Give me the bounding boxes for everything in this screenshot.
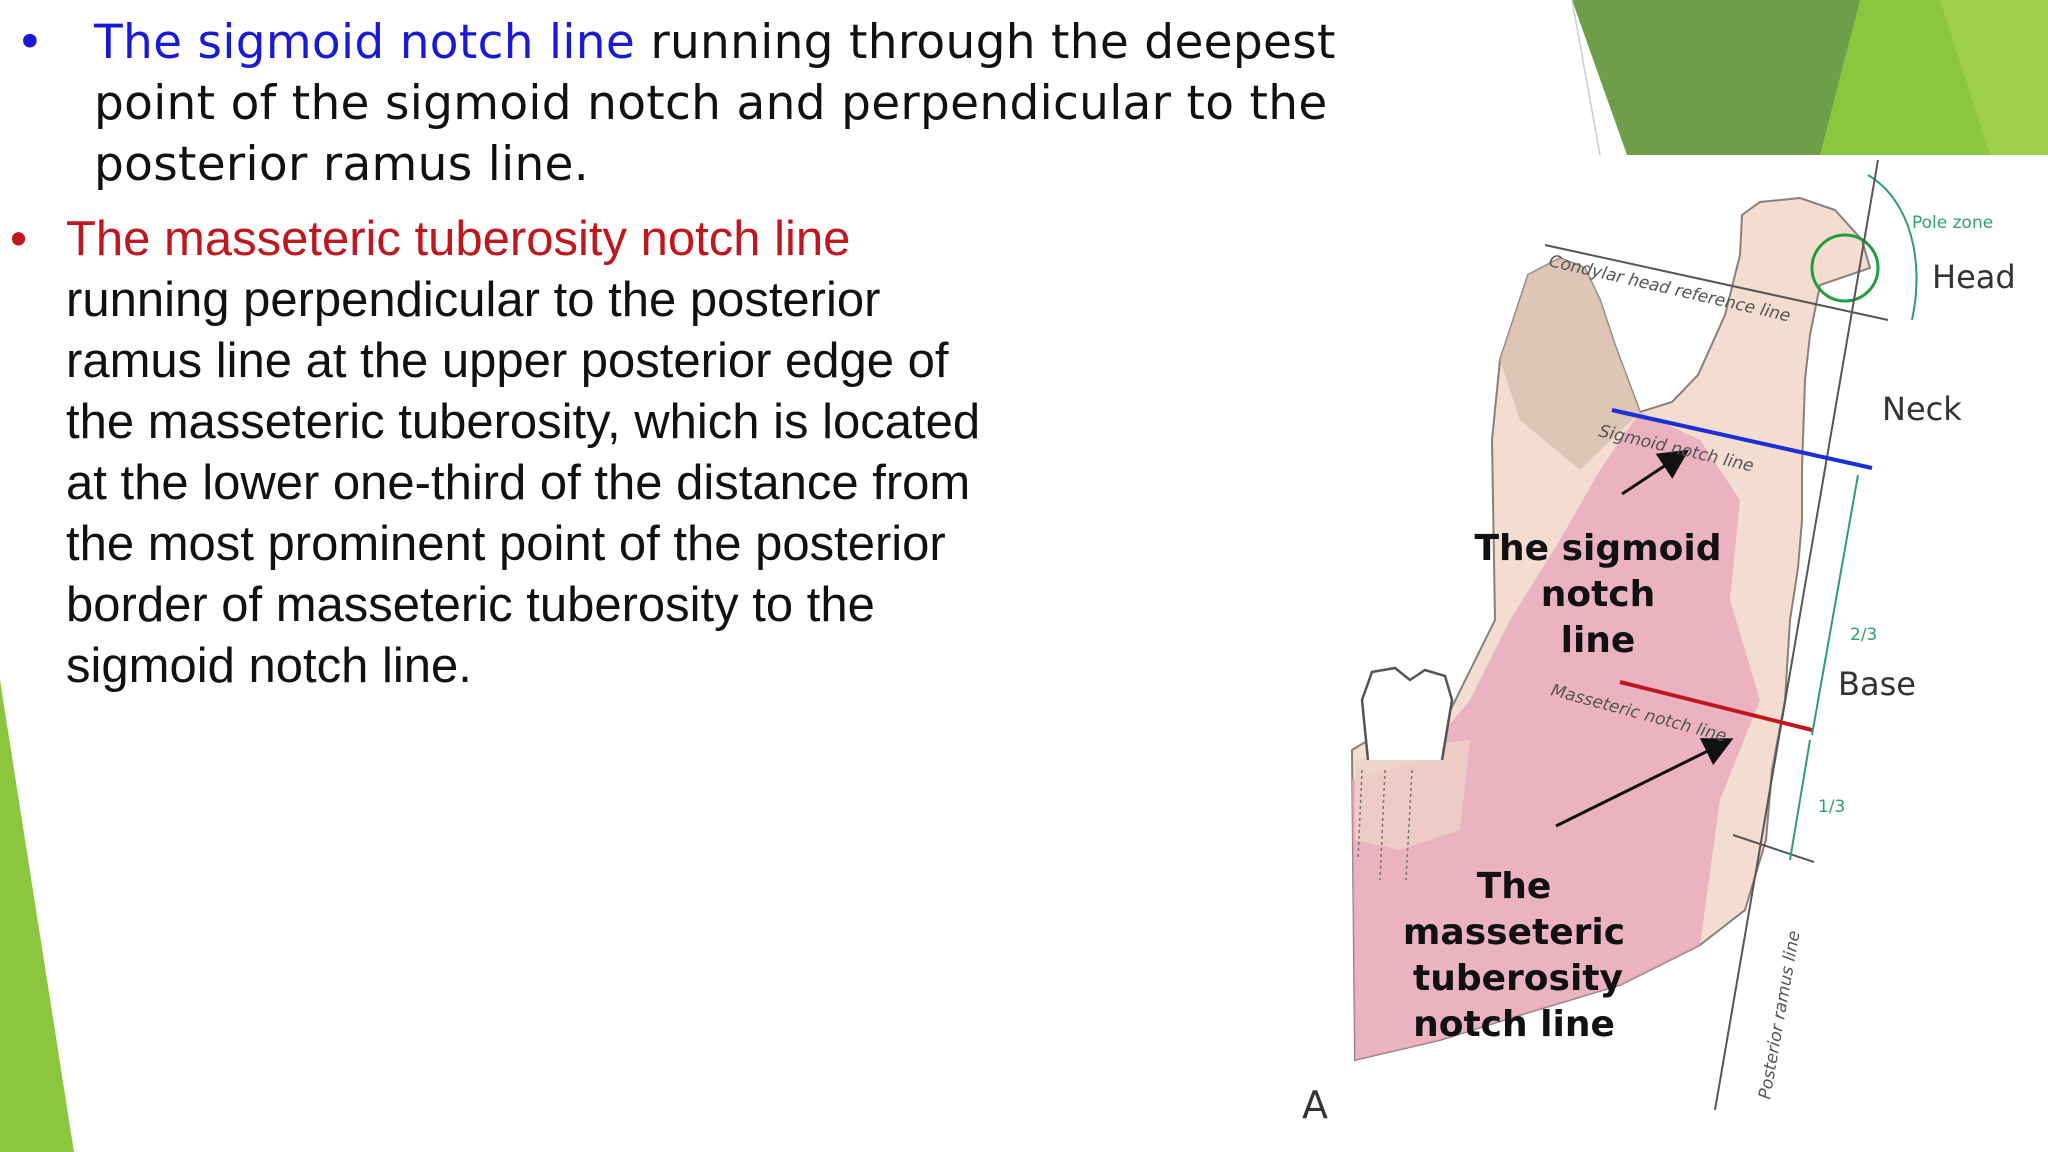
molar-tooth — [1360, 666, 1454, 761]
neck-label: Neck — [1882, 390, 1962, 428]
posterior-ramus-line — [1714, 159, 1879, 1111]
bullet-1-highlight: The sigmoid notch line — [94, 15, 636, 70]
condylar-head-reference-line — [1544, 244, 1889, 321]
head-label: Head — [1932, 258, 2016, 296]
bottom-left-green-shape — [0, 680, 74, 1152]
ratio-upper-line — [1811, 474, 1859, 736]
bullet-2-highlight: The masseteric tuberosity notch line — [66, 212, 851, 266]
bullet-1-text: running through the deepest point of the… — [94, 15, 1336, 192]
coronoid-shading — [1500, 258, 1640, 470]
sigmoid-callout-line-2: notch — [1541, 574, 1656, 615]
bullet-dot-red: • — [10, 212, 28, 266]
sigmoid-callout-line-3: line — [1561, 620, 1636, 661]
bullet-2-text: running perpendicular to the posterior r… — [66, 273, 981, 693]
masseteric-callout-line-2: masseteric — [1403, 912, 1625, 953]
mandible-diagram: Condylar head reference line Sigmoid not… — [1302, 159, 2016, 1127]
sigmoid-callout-line-1: The sigmoid — [1474, 528, 1721, 569]
top-right-edge-line — [1571, 0, 1601, 156]
posterior-ramus-label: Posterior ramus line — [1755, 929, 1804, 1101]
ratio-lower-label: 1/3 — [1818, 797, 1845, 817]
ratio-lower-line — [1789, 739, 1811, 861]
bullet-masseteric-notch-line: • The masseteric tuberosity notch line r… — [10, 209, 1026, 697]
masseteric-callout-line-4: notch line — [1413, 1004, 1615, 1045]
bullet-dot-blue: • — [16, 15, 45, 70]
alveolar-region — [1355, 740, 1470, 850]
panel-letter: A — [1302, 1083, 1328, 1127]
top-right-accent-shape — [1940, 0, 2048, 155]
tooth-roots — [1357, 769, 1413, 881]
condyle-pole-circle — [1810, 233, 1880, 303]
masseteric-callout-line-3: tuberosity — [1413, 958, 1623, 999]
masseteric-callout-line-1: The — [1477, 866, 1552, 907]
bullet-sigmoid-notch-line: • The sigmoid notch line running through… — [16, 12, 1444, 195]
ratio-upper-label: 2/3 — [1850, 625, 1877, 645]
masseteric-callout-arrow — [1555, 738, 1734, 828]
base-lower-reference-line — [1732, 834, 1815, 863]
pole-zone-arc — [1867, 174, 1918, 321]
ramus-pink-region — [1352, 412, 1760, 1060]
base-label: Base — [1838, 665, 1916, 703]
masseteric-notch-line-red — [1619, 680, 1813, 732]
sigmoid-notch-line-blue — [1611, 408, 1873, 470]
pole-zone-label: Pole zone — [1912, 213, 1993, 233]
sigmoid-callout-arrow — [1621, 449, 1690, 496]
